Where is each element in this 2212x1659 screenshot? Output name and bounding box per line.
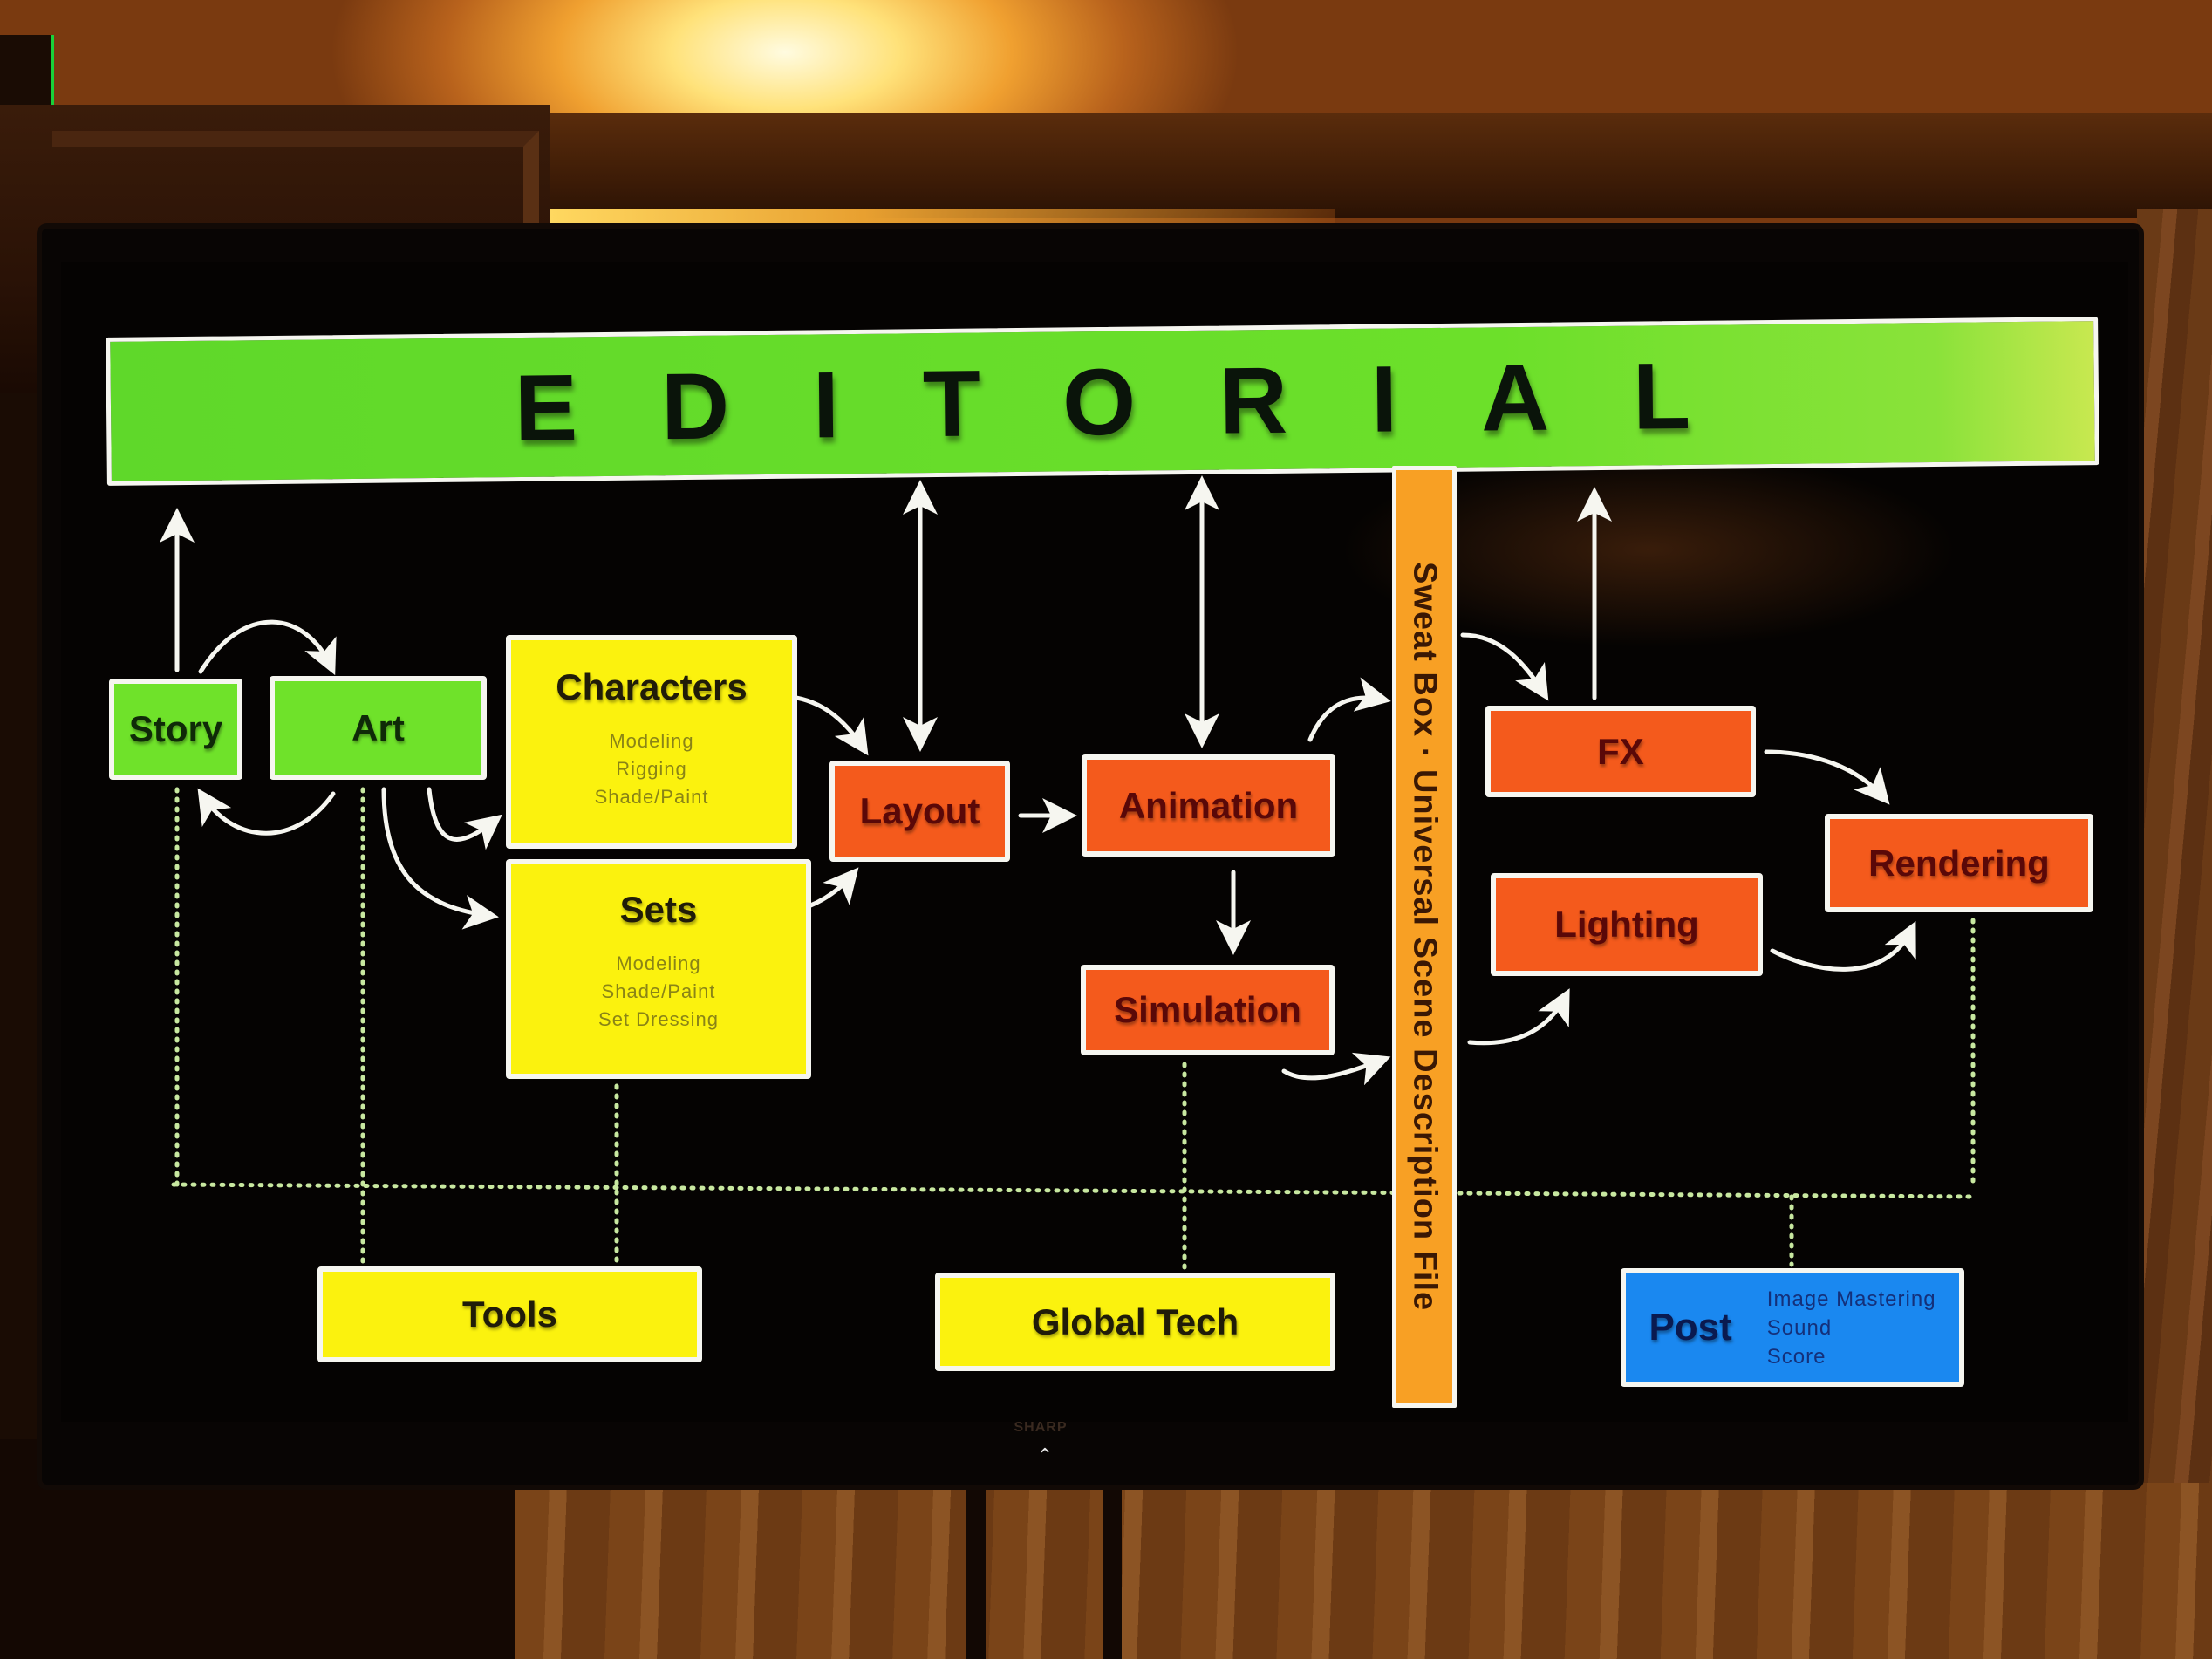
node-layout[interactable]: Layout — [830, 761, 1010, 862]
node-post[interactable]: Post Image Mastering Sound Score — [1621, 1268, 1964, 1387]
editorial-header-bar[interactable]: EDITORIAL — [106, 317, 2099, 486]
sweat-box-usd-bar[interactable]: Sweat Box · Universal Scene Description … — [1392, 466, 1457, 1408]
arrow-lighting-rendering — [1770, 921, 1916, 972]
node-characters[interactable]: Characters Modeling Rigging Shade/Paint — [506, 635, 797, 849]
node-label: FX — [1597, 730, 1644, 772]
arrow-sweatbox-fx — [1460, 632, 1549, 701]
node-label: Sets — [619, 889, 698, 930]
node-label: Lighting — [1554, 904, 1699, 945]
node-subitems: Image Mastering Sound Score — [1767, 1285, 1936, 1371]
wood-lintel — [550, 113, 2212, 218]
editorial-label: EDITORIAL — [514, 341, 1775, 461]
node-fx[interactable]: FX — [1485, 706, 1756, 797]
subitem: Shade/Paint — [594, 786, 709, 808]
arrow-art-characters — [427, 787, 502, 850]
node-label: Post — [1649, 1306, 1732, 1348]
dotted-support-bus — [171, 1182, 1976, 1199]
arrow-fx-rendering — [1764, 749, 1890, 805]
node-label: Characters — [556, 666, 748, 707]
node-label: Layout — [859, 790, 980, 831]
node-rendering[interactable]: Rendering — [1825, 814, 2093, 912]
node-simulation[interactable]: Simulation — [1081, 965, 1335, 1055]
subitem: Score — [1766, 1344, 1826, 1369]
node-global-tech[interactable]: Global Tech — [935, 1273, 1335, 1371]
node-label: Simulation — [1114, 989, 1301, 1030]
node-art[interactable]: Art — [270, 676, 487, 780]
node-label: Rendering — [1868, 842, 2050, 884]
node-label: Global Tech — [1031, 1301, 1239, 1342]
tv-power-indicator-icon: ⌃ — [1036, 1444, 1054, 1466]
subitem: Set Dressing — [598, 1008, 719, 1030]
node-label: Animation — [1118, 784, 1299, 826]
subitem: Shade/Paint — [601, 980, 716, 1002]
node-label: Tools — [462, 1294, 557, 1335]
patterned-wood-wall-right — [2137, 209, 2212, 1659]
subitem: Image Mastering — [1766, 1287, 1936, 1311]
arrow-simulation-sweatbox — [1281, 1052, 1391, 1086]
subitem: Rigging — [616, 758, 687, 780]
sweat-box-usd-label: Sweat Box · Universal Scene Description … — [1406, 562, 1444, 1312]
node-subitems: Modeling Rigging Shade/Paint — [595, 727, 709, 811]
node-label: Art — [352, 707, 405, 748]
node-lighting[interactable]: Lighting — [1491, 873, 1763, 976]
arrow-sweatbox-lighting — [1467, 988, 1570, 1046]
subitem: Sound — [1766, 1315, 1833, 1340]
arrow-art-story — [197, 788, 336, 836]
node-sets[interactable]: Sets Modeling Shade/Paint Set Dressing — [506, 859, 811, 1079]
node-label: Story — [128, 708, 223, 749]
tv-brand-logo: SHARP — [1014, 1420, 1068, 1435]
node-story[interactable]: Story — [109, 679, 242, 780]
subitem: Modeling — [616, 952, 701, 974]
subitem: Modeling — [609, 730, 694, 752]
post-content: Post Image Mastering Sound Score — [1649, 1285, 1936, 1371]
arrow-animation-sweatbox — [1307, 677, 1391, 742]
arrow-story-art — [198, 619, 337, 676]
tv-stand-pole — [1103, 1474, 1122, 1659]
node-animation[interactable]: Animation — [1082, 754, 1335, 857]
node-subitems: Modeling Shade/Paint Set Dressing — [598, 950, 719, 1034]
node-tools[interactable]: Tools — [317, 1266, 702, 1362]
arrow-art-sets — [381, 787, 499, 930]
tv-stand-pole — [966, 1474, 986, 1659]
patterned-wood-wall-bottom — [515, 1483, 2212, 1659]
